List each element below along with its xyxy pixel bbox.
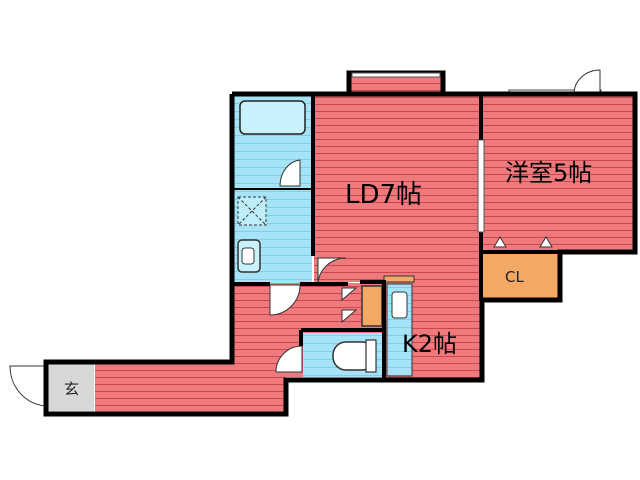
corridor-floor: [95, 362, 286, 412]
entrance-area: [48, 364, 94, 411]
storage-door-icon: [341, 287, 358, 324]
counter-top: [383, 275, 415, 283]
closet-cl: [482, 252, 558, 299]
bath-door-icon: [279, 159, 301, 187]
sliding-door: [477, 139, 485, 233]
sink-icon: [391, 291, 408, 319]
entrance-door-icon: [9, 365, 49, 407]
entrance-label: 玄: [64, 380, 79, 398]
ld-label: LD7帖: [345, 180, 422, 210]
balcony-window: [351, 72, 441, 78]
ld-door-icon: [317, 257, 347, 283]
closet-label: CL: [505, 268, 524, 286]
closet-door-icon: [493, 236, 553, 248]
western-room-floor: [482, 96, 635, 250]
bathtub-icon: [239, 100, 306, 135]
interior-walls: [232, 94, 560, 380]
hall-door-icon: [269, 284, 301, 316]
western-room-label: 洋室5帖: [505, 159, 592, 187]
balcony-door-icon: [573, 69, 601, 95]
kitchen-label: K2帖: [402, 330, 457, 358]
toilet-door-icon: [275, 345, 303, 373]
walls: [43, 91, 638, 417]
ld-floor: [314, 96, 480, 282]
storage-closet: [361, 285, 383, 327]
